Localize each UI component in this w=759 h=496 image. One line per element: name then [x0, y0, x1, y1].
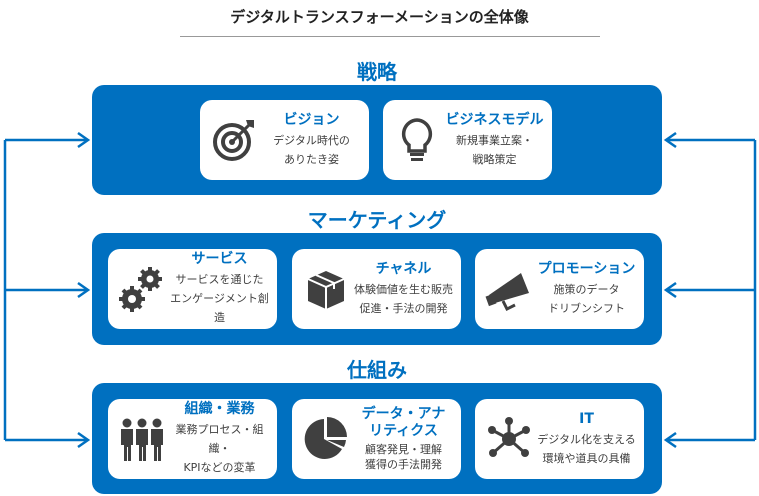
- people-icon: [121, 418, 163, 461]
- card-desc: サービスを通じた: [175, 273, 264, 286]
- card-desc: KPIなどの変革: [183, 461, 256, 474]
- section-heading-mechanism: 仕組み: [347, 358, 407, 382]
- card-desc: 促進・手法の開発: [359, 301, 448, 315]
- card-desc: デジタル時代の: [273, 133, 350, 147]
- card-desc: ありたき姿: [284, 152, 339, 166]
- network-icon: [488, 417, 530, 457]
- lightbulb-icon: [401, 118, 433, 161]
- megaphone-icon: [485, 273, 529, 312]
- gears-icon: [119, 267, 162, 312]
- card-promotion: プロモーション施策のデータドリブンシフト: [475, 249, 644, 329]
- title-underline: [180, 36, 600, 37]
- card-title: チャネル: [375, 260, 432, 277]
- card-channel: チャネル体験価値を生む販売促進・手法の開発: [292, 249, 461, 329]
- card-desc: 獲得の手法開発: [365, 458, 442, 471]
- pie-chart-icon: [304, 417, 347, 459]
- card-title: ビジネスモデル: [445, 111, 544, 128]
- section-heading-strategy: 戦略: [357, 60, 397, 84]
- card-desc: 顧客発見・理解: [365, 443, 442, 456]
- section-heading-marketing: マーケティング: [307, 208, 447, 232]
- card-business-model: ビジネスモデル新規事業立案・戦略策定: [383, 100, 552, 180]
- card-it: IT デジタル化を支える環境や道具の具備: [475, 399, 644, 479]
- card-desc: デジタル化を支える: [537, 432, 636, 446]
- page-title: デジタルトランスフォーメーションの全体像: [230, 8, 529, 26]
- card-title: データ・アナリティクス: [361, 406, 446, 439]
- card-organization: 組織・業務業務プロセス・組織・ KPIなどの変革: [108, 399, 277, 479]
- card-data-analytics: データ・アナリティクス顧客発見・理解獲得の手法開発: [292, 399, 461, 479]
- card-desc: エンゲージメント創造: [170, 292, 269, 324]
- card-title: ビジョン: [283, 111, 340, 128]
- card-desc: 施策のデータ: [553, 282, 620, 296]
- card-title: IT: [579, 410, 594, 427]
- card-title: 組織・業務: [184, 401, 255, 417]
- card-desc: 新規事業立案・: [456, 133, 533, 147]
- card-desc: ドリブンシフト: [548, 301, 625, 315]
- box-icon: [307, 271, 345, 309]
- card-desc: 体験価値を生む販売: [354, 282, 453, 296]
- card-service: サービスサービスを通じたエンゲージメント創造: [108, 249, 277, 329]
- panel-strategy: [92, 85, 662, 195]
- card-title: プロモーション: [537, 260, 636, 277]
- target-icon: [213, 120, 254, 161]
- card-vision: ビジョンデジタル時代のありたき姿: [200, 100, 369, 180]
- card-desc: 業務プロセス・組織・: [175, 423, 264, 455]
- card-desc: 戦略策定: [472, 152, 517, 166]
- card-title: サービス: [191, 251, 248, 267]
- card-desc: 環境や道具の具備: [542, 451, 631, 465]
